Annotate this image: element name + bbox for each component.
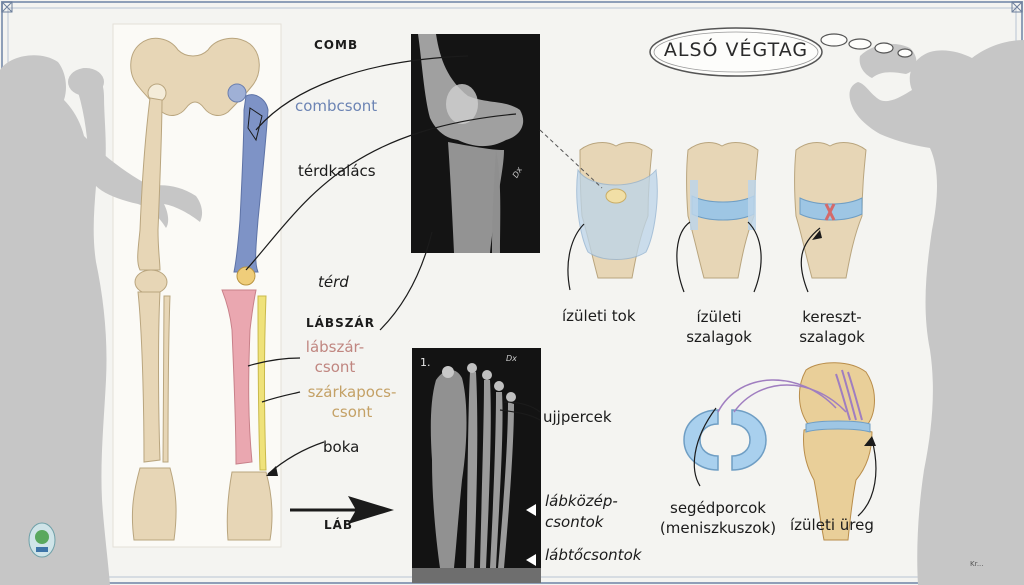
label-szarkapocscsont-line1: szárkapocs- <box>307 383 397 401</box>
knee-joint-section <box>799 362 875 541</box>
foot-plain <box>131 467 177 541</box>
label-izuleti-szalagok: ízületi szalagok <box>676 307 762 347</box>
label-labkozep-line2: csontok <box>545 513 604 531</box>
cruciate-arrow-icon <box>812 230 822 240</box>
patella <box>236 266 256 286</box>
fibula-plain <box>162 295 171 463</box>
label-szarkapocscsont-line2: csont <box>331 403 373 421</box>
label-keresztszalagok: kereszt- szalagok <box>788 307 876 347</box>
xray-foot-mark: Dx <box>506 354 517 363</box>
label-ujjpercek: ujjpercek <box>543 408 612 426</box>
label-terd: térd <box>318 273 349 291</box>
label-labtocsontok: lábtőcsontok <box>545 546 642 564</box>
label-izuleti-szalagok-line1: ízületi <box>696 308 742 326</box>
big-arrow-icon <box>290 496 394 524</box>
label-labkozepcsontok: lábközép- csontok <box>545 491 618 533</box>
foot <box>226 471 273 541</box>
label-labszar: LÁBSZÁR <box>306 316 375 330</box>
left-silhouette-hand <box>68 68 104 96</box>
label-comb: COMB <box>314 38 359 52</box>
label-izuleti-ureg: ízületi üreg <box>790 516 874 534</box>
label-kereszt-line2: szalagok <box>799 328 865 346</box>
left-silhouette-arm <box>74 68 106 185</box>
xray-foot-markers <box>526 504 536 566</box>
title-cloud <box>649 27 913 77</box>
xray-knee <box>411 34 540 253</box>
label-segedporcok: segédporcok (meniszkuszok) <box>654 498 782 538</box>
joint-cavity-arrow-icon <box>864 436 876 446</box>
tibia <box>221 289 257 465</box>
label-labkozep-line1: lábközép- <box>545 492 618 510</box>
label-izuleti-tok: ízületi tok <box>562 307 636 325</box>
label-kereszt-line1: kereszt- <box>802 308 862 326</box>
leader-lines <box>245 55 877 517</box>
credit-mark: Kr... <box>970 560 984 568</box>
skeleton-illustration <box>130 37 273 541</box>
arrow-icon <box>266 441 325 476</box>
label-segedporcok-line1: segédporcok <box>670 499 766 517</box>
label-labszarcsont-line2: csont <box>314 358 356 376</box>
label-lab: LÁB <box>324 518 354 532</box>
badge-icon <box>28 522 56 558</box>
xray-foot <box>412 348 541 583</box>
label-segedporcok-line2: (meniszkuszok) <box>659 519 777 537</box>
label-terdkalacs: térdkalács <box>298 162 376 180</box>
dashed-pointer <box>539 129 603 189</box>
knee-ligaments-illustration <box>686 142 759 279</box>
femur-plain <box>137 97 163 271</box>
label-labszarcsont: lábszár- csont <box>300 337 370 377</box>
label-izuleti-szalagok-line2: szalagok <box>686 328 752 346</box>
cruciate-ligaments-illustration <box>794 142 867 279</box>
tibia-plain <box>137 291 161 463</box>
label-szarkapocscsont: szárkapocs- csont <box>300 382 404 422</box>
right-silhouette <box>849 40 1024 585</box>
label-boka: boka <box>323 438 360 456</box>
xray-foot-number: 1. <box>420 356 431 369</box>
knee-capsule-illustration <box>576 142 658 279</box>
page-title: ALSÓ VÉGTAG <box>663 39 809 61</box>
label-labszarcsont-line1: lábszár- <box>305 338 365 356</box>
label-combcsont: combcsont <box>295 97 378 115</box>
menisci-illustration <box>683 409 767 471</box>
fibula <box>257 295 267 471</box>
